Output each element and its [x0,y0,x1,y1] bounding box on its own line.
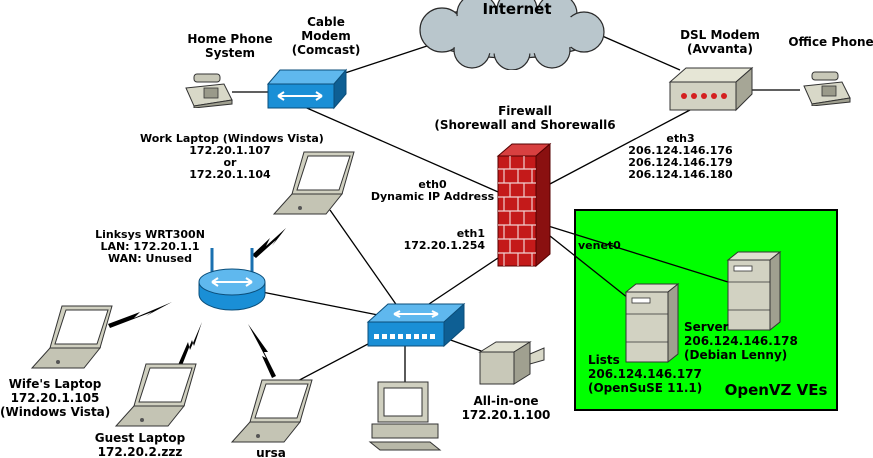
office-phone-label: Office Phone [788,35,873,49]
wireless-router-icon [198,248,266,311]
dsl-modem-icon [668,66,754,112]
wireless-link-guest-laptop [178,322,202,368]
cable-modem-icon [266,68,348,110]
internet-label: Internet [482,0,552,18]
firewall-title: Firewall(Shorewall and Shorewall6 [434,104,616,132]
link-dsl-modem-firewall [547,109,691,186]
work-laptop-icon [272,151,355,215]
venet0-label: venet0 [578,239,621,252]
ursa-laptop-icon [230,379,313,443]
home-phone-icon [185,73,233,108]
office-phone-icon [803,71,851,106]
link-router-switch [261,291,379,316]
lists-server-tower-icon [624,282,680,364]
openvz-container-box [574,209,838,411]
wireless-link-work-laptop [252,228,286,258]
wife-laptop-icon [30,305,113,369]
guest-laptop-icon [114,363,197,427]
link-cable-modem-firewall [299,104,506,196]
link-firewall-lists [544,231,629,299]
link-switch-printer [444,337,485,353]
link-internet-dsl-modem [599,34,681,71]
wireless-link-ursa [248,324,276,378]
dsl-modem-label: DSL Modem(Avvanta) [680,28,760,56]
ursa-label: ursa [256,446,286,458]
firewall-icon [496,142,552,268]
openvz-title: OpenVZ VEs [724,381,828,399]
network-switch-icon [366,302,466,348]
link-work-laptop-switch [329,209,401,311]
wireless-link-wife-laptop [108,302,172,328]
link-firewall-switch [419,249,511,311]
link-firewall-server [544,224,729,283]
link-cable-modem-internet [344,44,431,74]
server-tower-icon [726,250,782,332]
desktop-computer-icon [368,381,442,451]
internet-cloud-icon [419,0,605,70]
printer-icon [478,341,545,385]
